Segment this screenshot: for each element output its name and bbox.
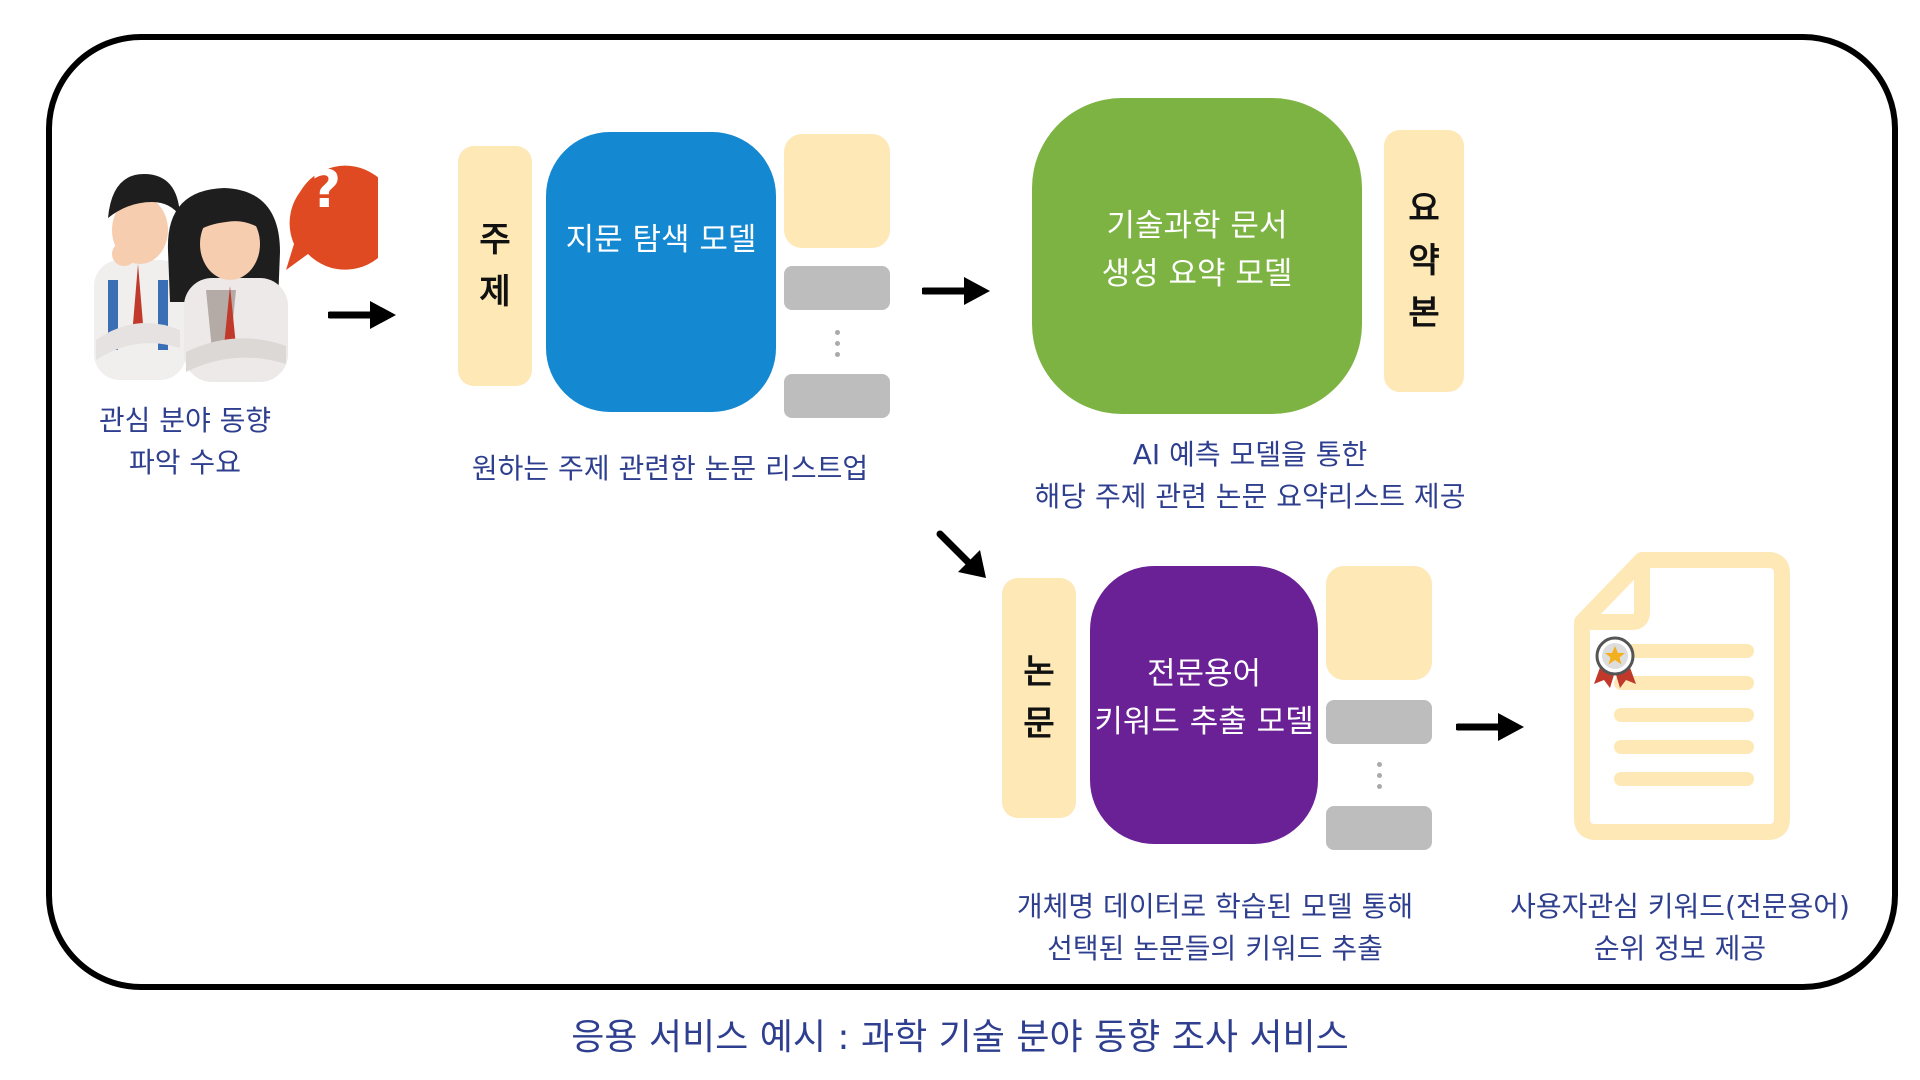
- topic-tab: 주 제: [458, 146, 532, 386]
- result-caption: 사용자관심 키워드(전문용어) 순위 정보 제공: [1510, 890, 1850, 965]
- summary-tab-char: 본: [1408, 293, 1440, 333]
- arrow-right-icon: [328, 301, 396, 329]
- students-illustration: ?: [88, 140, 398, 390]
- keyword-model-box: 전문용어 키워드 추출 모델: [1090, 566, 1318, 844]
- arrow-down-right-icon: [936, 530, 986, 578]
- diagram-frame: [46, 34, 1898, 990]
- topic-tab-char: 제: [479, 272, 511, 312]
- summary-model-box: 기술과학 문서 생성 요약 모델: [1032, 98, 1362, 414]
- ellipsis-dots: [1377, 762, 1383, 795]
- output-slot: [784, 266, 890, 310]
- output-slot: [1326, 566, 1432, 680]
- paper-tab-char: 논: [1023, 652, 1055, 692]
- output-slot: [1326, 806, 1432, 850]
- keyword-caption: 개체명 데이터로 학습된 모델 통해 선택된 논문들의 키워드 추출: [1016, 890, 1414, 965]
- search-model-box: 지문 탐색 모델: [546, 132, 776, 412]
- arrow-right-icon: [922, 277, 990, 305]
- girl-student-icon: [167, 188, 288, 382]
- arrow-right-icon: [1456, 713, 1524, 741]
- question-mark-text: ?: [310, 160, 342, 220]
- topic-tab-char: 주: [479, 220, 511, 260]
- footer-title: 응용 서비스 예시 : 과학 기술 분야 동향 조사 서비스: [571, 1017, 1349, 1058]
- summary-tab-char: 요: [1408, 189, 1440, 229]
- paper-tab-char: 문: [1023, 704, 1055, 744]
- summary-tab-char: 약: [1408, 241, 1440, 281]
- document-award-icon: [1574, 552, 1790, 840]
- question-bubble-icon: [286, 165, 398, 270]
- search-caption: 원하는 주제 관련한 논문 리스트업: [471, 452, 869, 485]
- paper-tab: 논 문: [1002, 578, 1076, 818]
- output-slot: [784, 134, 890, 248]
- user-demand-caption: 관심 분야 동향 파악 수요: [98, 404, 272, 479]
- output-slot: [784, 374, 890, 418]
- summary-caption: AI 예측 모델을 통한 해당 주제 관련 논문 요약리스트 제공: [1034, 438, 1466, 513]
- award-badge-icon: [1594, 636, 1636, 688]
- boy-student-icon: [94, 174, 186, 380]
- output-slot: [1326, 700, 1432, 744]
- ellipsis-dots: [835, 330, 841, 363]
- summary-tab: 요 약 본: [1384, 130, 1464, 392]
